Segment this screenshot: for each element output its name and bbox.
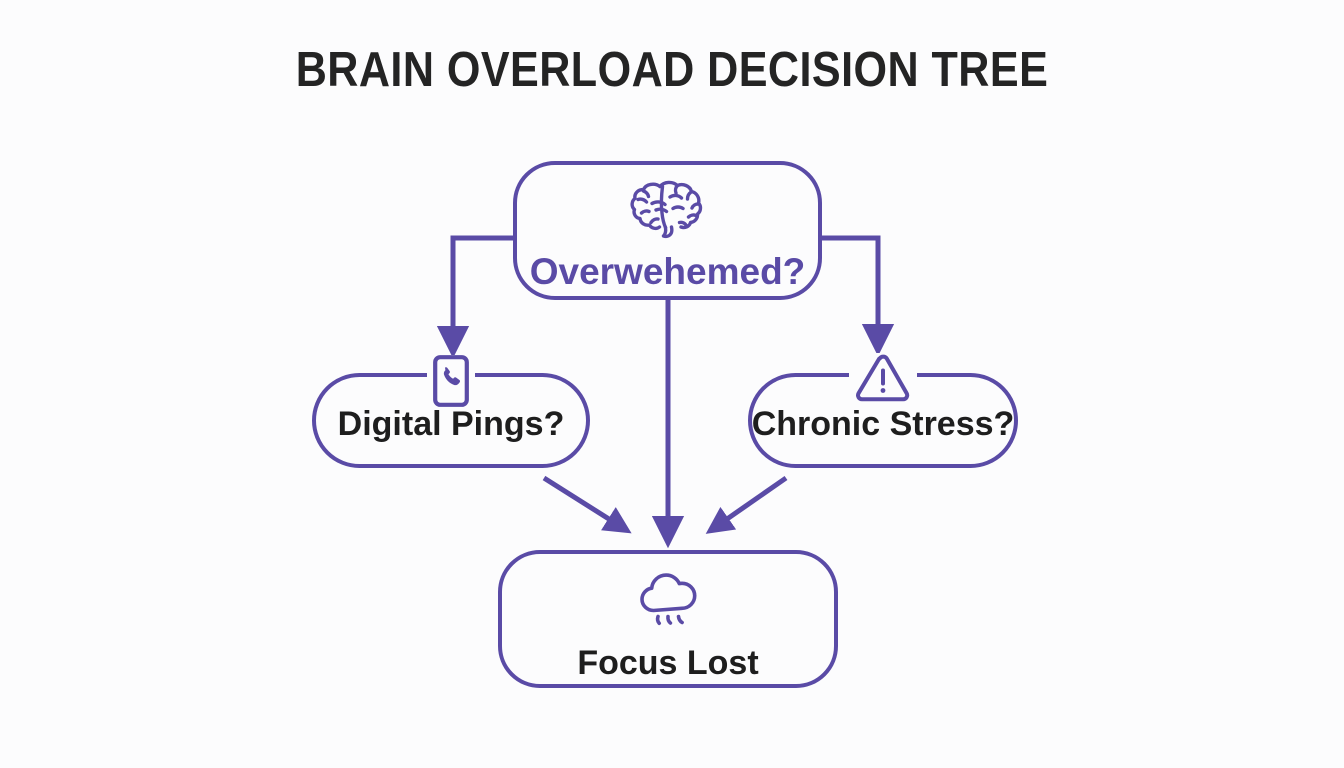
brain-icon <box>629 177 706 239</box>
rain-cloud-icon <box>633 568 703 630</box>
node-focus-lost[interactable]: Focus Lost <box>498 550 838 688</box>
node-digital-pings[interactable]: Digital Pings? <box>312 355 590 468</box>
phone-icon <box>427 355 475 407</box>
node-label-focus-lost: Focus Lost <box>577 644 759 682</box>
node-overwhelmed[interactable]: Overwehemed? <box>513 161 822 300</box>
node-label-digital-pings: Digital Pings? <box>337 404 565 443</box>
warning-triangle-icon <box>849 353 917 405</box>
edge-right-to-bottom <box>705 475 788 534</box>
node-label-chronic-stress: Chronic Stress? <box>751 404 1015 443</box>
edge-root-to-right <box>822 235 895 357</box>
edge-root-to-left <box>436 235 513 359</box>
edge-left-to-bottom <box>542 475 632 534</box>
node-label-overwhelmed: Overwehemed? <box>529 251 806 292</box>
page-title: BRAIN OVERLOAD DECISION TREE <box>295 43 1049 97</box>
node-chronic-stress[interactable]: Chronic Stress? <box>748 353 1018 468</box>
